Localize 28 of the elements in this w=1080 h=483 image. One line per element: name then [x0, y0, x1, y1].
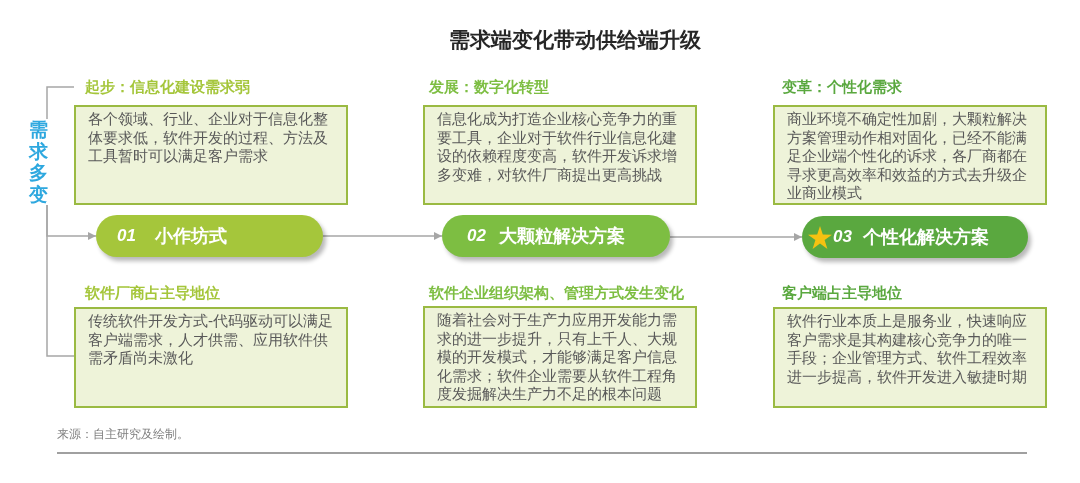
stage-pill: [96, 215, 323, 257]
arrow: [669, 233, 803, 241]
description-box: 软件行业本质上是服务业，快速响应客户需求是其构建核心竞争力的唯一手段；企业管理方式、软件工程效率进一步提高，软件开发进入敏捷时期: [773, 307, 1047, 408]
section-heading: 客户端占主导地位: [782, 284, 902, 302]
stage-number: 01: [117, 226, 136, 246]
stage-title: 大颗粒解决方案: [498, 225, 625, 248]
stage-title: 个性化解决方案: [862, 226, 989, 249]
section-heading: 软件厂商占主导地位: [85, 284, 220, 302]
bracket-line: [46, 204, 75, 357]
description-box: 商业环境不确定性加剧，大颗粒解决方案管理动作相对固化，已经不能满足企业端个性化的诉求，各厂商都在寻求更高效率和效益的方式去升级企业商业模式: [773, 105, 1047, 205]
description-box: 随着社会对于生产力应用开发能力需求的进一步提升，只有上千人、大规模的开发模式，才能够满足客户信息化需求；软件企业需要从软件工程角度发掘解决生产力不足的根本问题: [423, 306, 697, 408]
stage-title: 小作坊式: [154, 225, 227, 248]
section-heading: 发展：数字化转型: [429, 78, 549, 96]
source-note: 来源：自主研究及绘制。: [57, 427, 189, 442]
arrow: [322, 232, 443, 240]
section-heading: 变革：个性化需求: [782, 78, 902, 96]
description-box: 各个领域、行业、企业对于信息化整体要求低，软件开发的过程、方法及工具暂时可以满足客户需求: [74, 105, 348, 205]
stage-number: 03: [833, 227, 852, 247]
diagram-title: 需求端变化带动供给端升级: [449, 27, 701, 53]
section-heading: 软件企业组织架构、管理方式发生变化: [429, 284, 684, 302]
description-box: 信息化成为打造企业核心竞争力的重要工具，企业对于软件行业信息化建设的依赖程度变高，软件开发诉求增多变难，对软件厂商提出更高挑战: [423, 105, 697, 205]
stage-number: 02: [467, 226, 486, 246]
bracket-line: [46, 86, 75, 120]
stage-pill: [442, 215, 670, 257]
description-box: 传统软件开发方式-代码驱动可以满足客户端需求，人才供需、应用软件供需矛盾尚未激化: [74, 307, 348, 408]
side-label: 需求多变: [28, 119, 48, 205]
stage-pill: [802, 216, 1028, 258]
section-heading: 起步：信息化建设需求弱: [85, 78, 250, 96]
